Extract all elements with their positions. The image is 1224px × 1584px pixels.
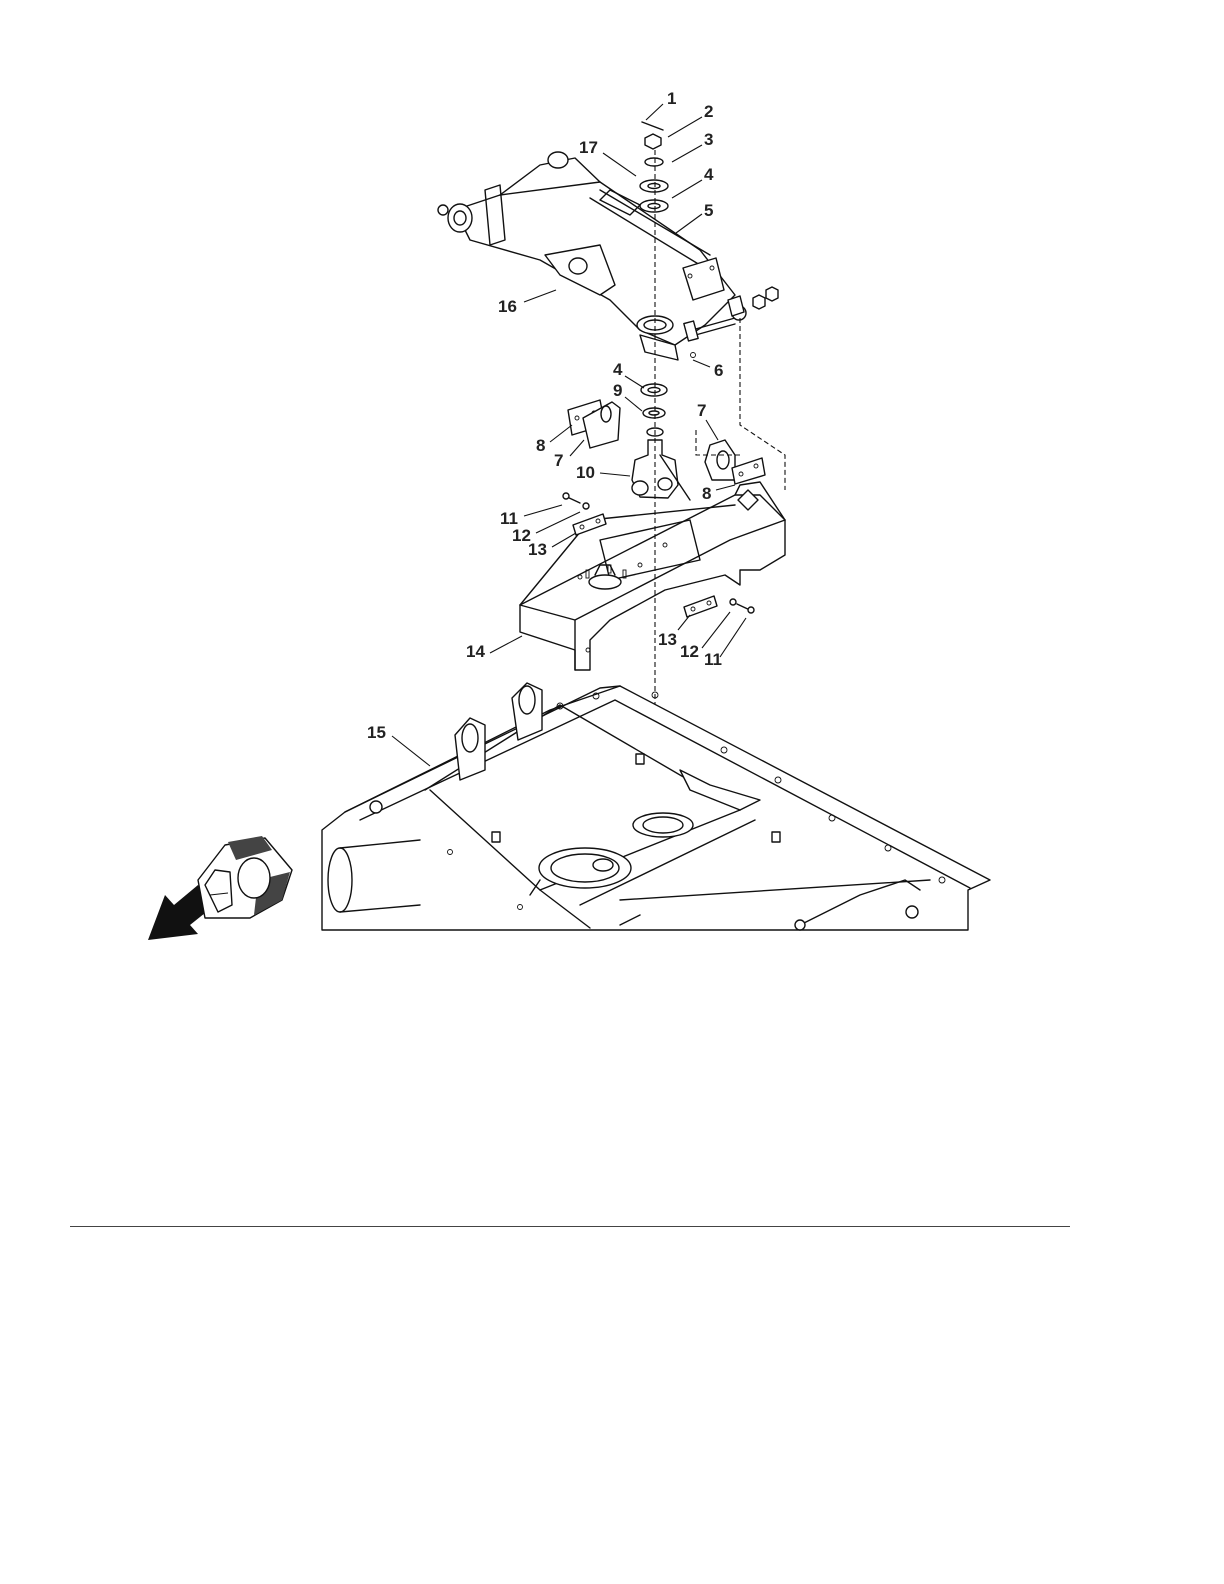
front-direction-arrow-icon (148, 836, 292, 940)
footer-divider-line (70, 1226, 1070, 1227)
callout-17: 17 (579, 138, 598, 157)
callout-8-right: 8 (702, 484, 711, 503)
callout-12-right: 12 (680, 642, 699, 661)
callout-7-right: 7 (697, 401, 706, 420)
callout-5: 5 (704, 201, 713, 220)
fastener-set-right (684, 596, 754, 617)
callout-7-left: 7 (554, 451, 563, 470)
callout-16: 16 (498, 297, 517, 316)
mower-deck (322, 683, 990, 930)
callout-9: 9 (613, 381, 622, 400)
callout-8-left: 8 (536, 436, 545, 455)
bracket-right (705, 440, 765, 484)
callout-2: 2 (704, 102, 713, 121)
callout-13-right: 13 (658, 630, 677, 649)
callout-3: 3 (704, 130, 713, 149)
bracket-left (568, 400, 620, 448)
callout-10: 10 (576, 463, 595, 482)
callout-4-lower: 4 (613, 360, 623, 379)
callout-15: 15 (367, 723, 386, 742)
callout-4-upper: 4 (704, 165, 714, 184)
callout-6: 6 (714, 361, 723, 380)
callout-11-right: 11 (704, 650, 722, 669)
callout-13-left: 13 (528, 540, 547, 559)
spindle (632, 428, 690, 500)
arm-assembly (438, 152, 778, 360)
callout-1: 1 (667, 89, 676, 108)
exploded-parts-diagram: 1 2 3 17 4 5 16 6 4 9 7 8 7 10 8 11 12 1… (0, 0, 1224, 1000)
callout-14: 14 (466, 642, 485, 661)
cross-channel (520, 482, 785, 670)
fastener-set-left (563, 493, 606, 535)
